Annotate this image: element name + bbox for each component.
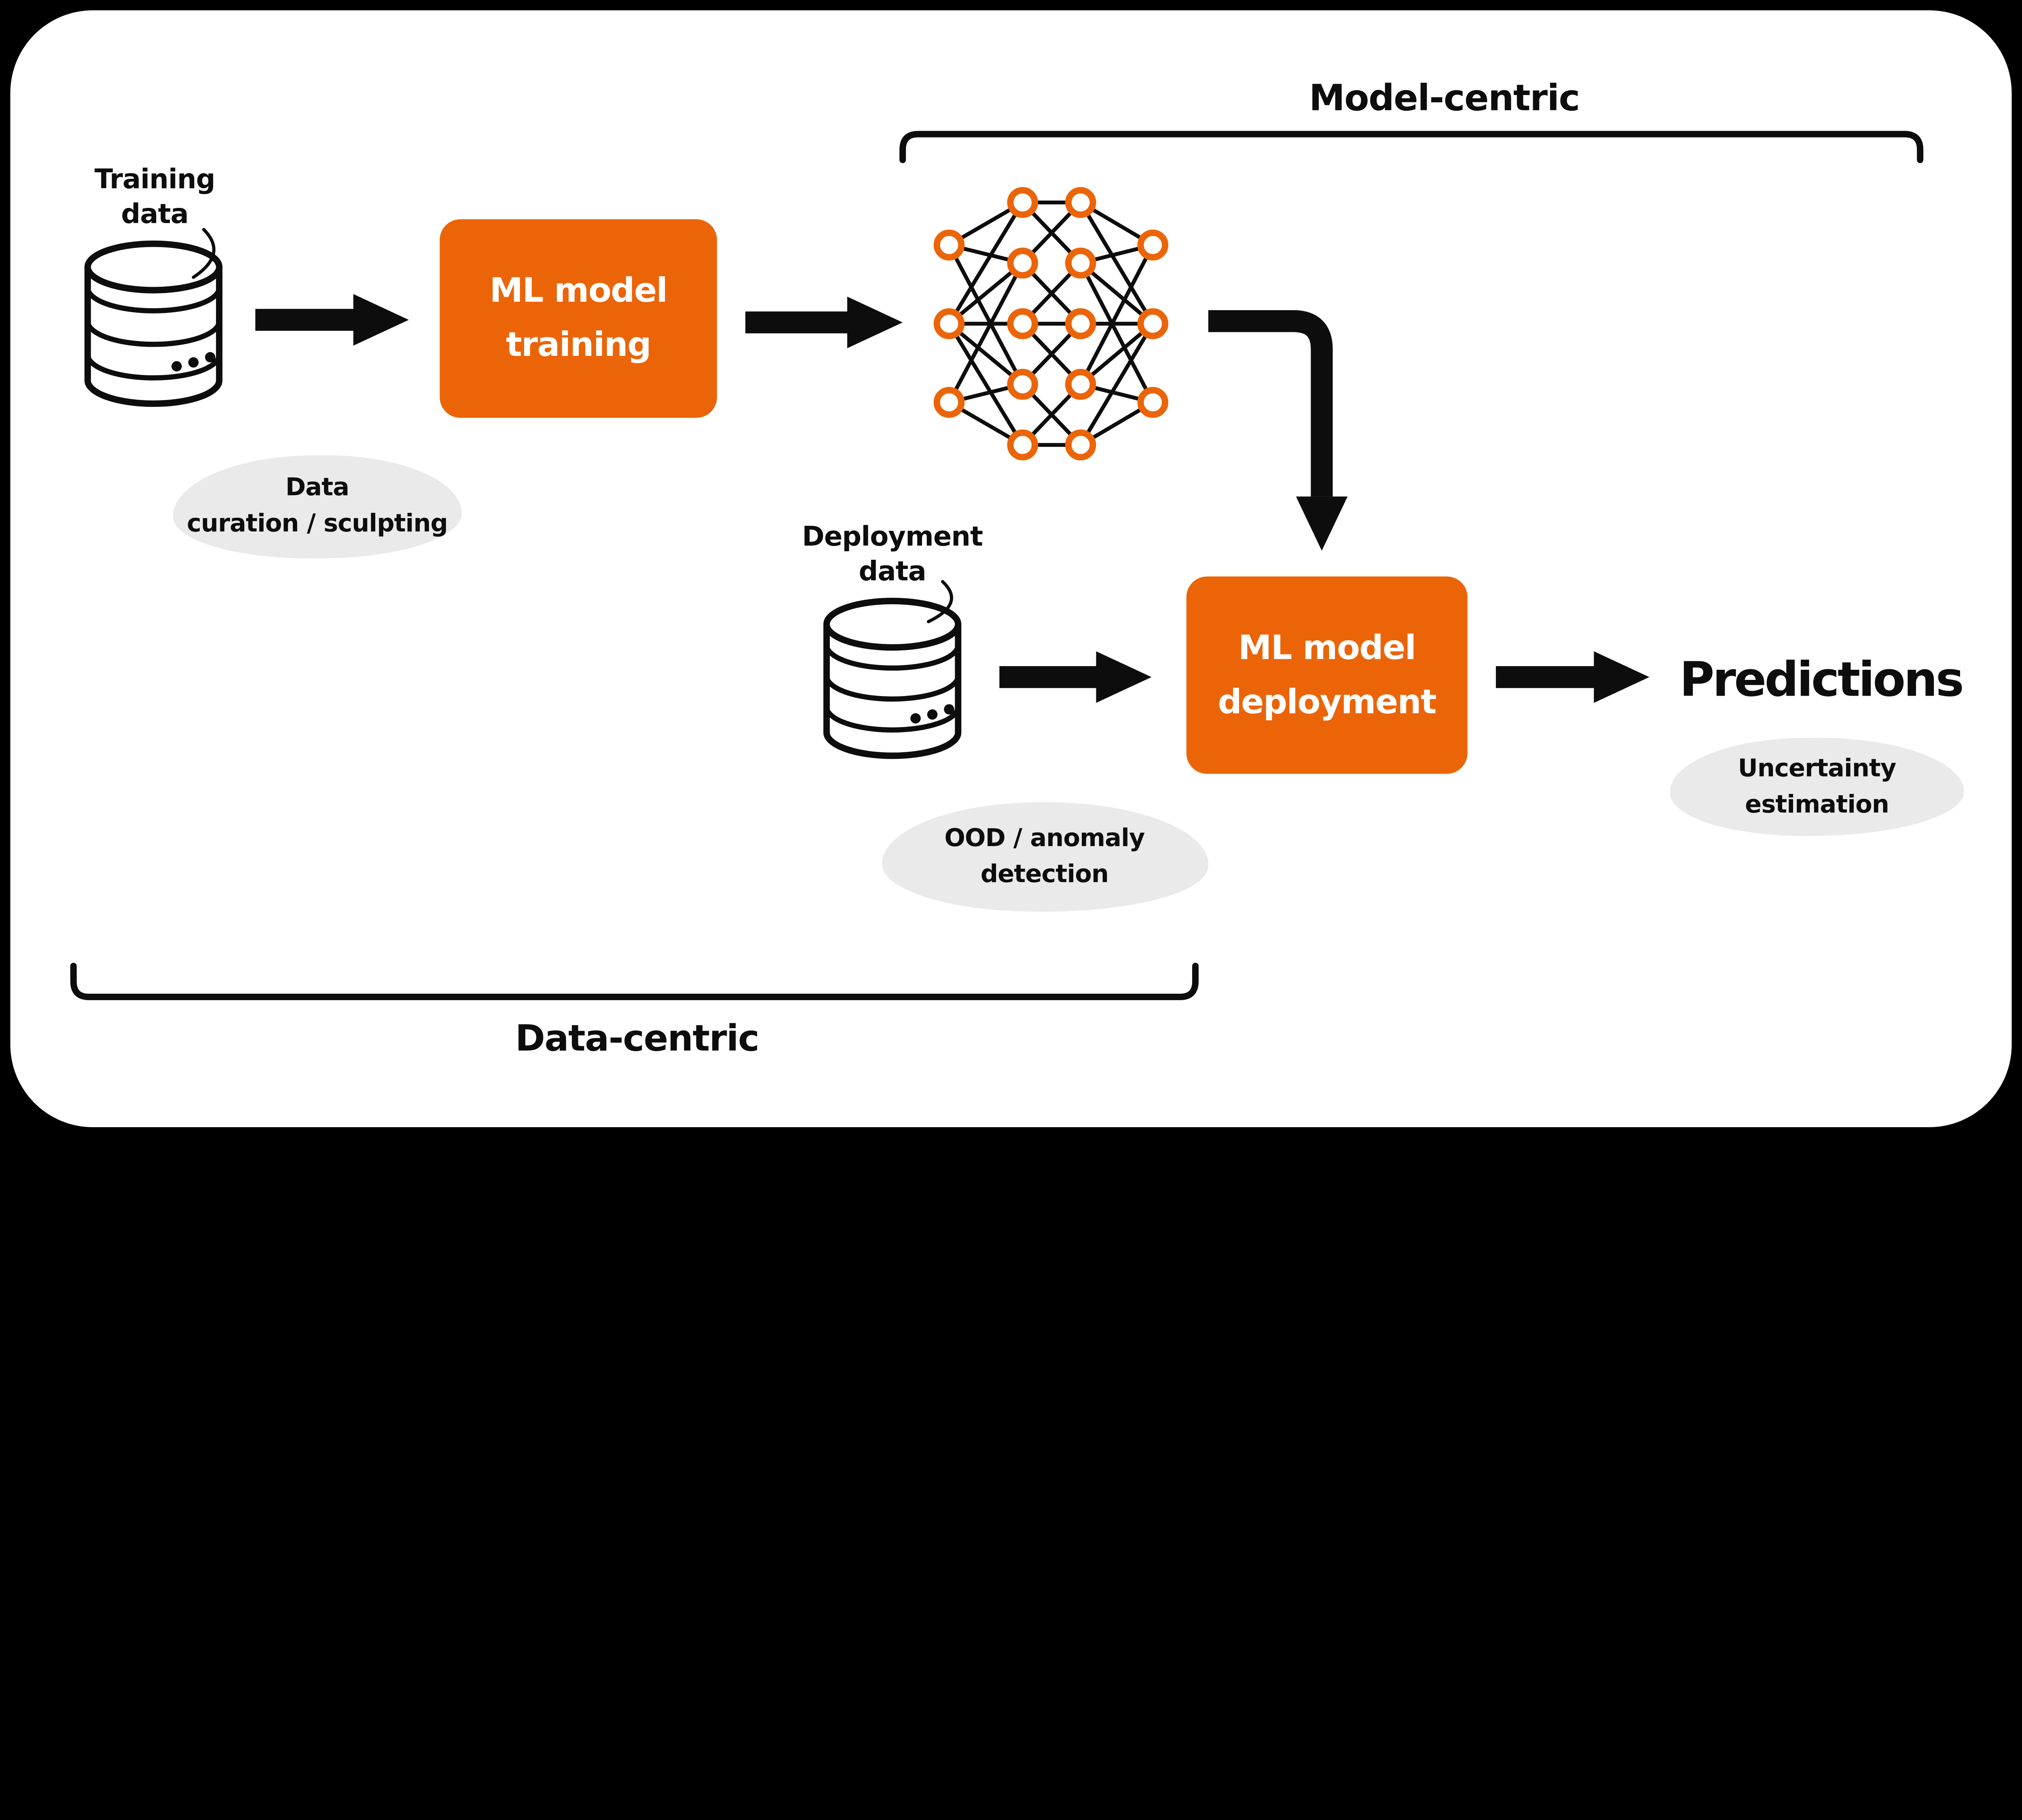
deployment-box-line2: deployment bbox=[1218, 683, 1436, 722]
network-node bbox=[1137, 229, 1169, 261]
network-edge bbox=[947, 322, 1024, 446]
network-node bbox=[933, 387, 965, 418]
ood-anomaly-line1: OOD / anomaly bbox=[944, 824, 1145, 853]
arrow-network-to-deployment bbox=[1208, 310, 1348, 551]
arrow-training-data-to-training bbox=[255, 294, 409, 346]
deployment-data-line1: Deployment bbox=[802, 521, 983, 552]
deployment-label-connector-line bbox=[926, 580, 953, 623]
network-node bbox=[1065, 187, 1096, 218]
uncertainty-label: Uncertainty estimation bbox=[1738, 751, 1897, 823]
training-database-icon bbox=[84, 240, 223, 407]
diagram-artwork bbox=[70, 131, 1924, 1000]
network-node bbox=[1007, 248, 1038, 279]
model-centric-bracket bbox=[899, 131, 1924, 163]
ood-anomaly-label: OOD / anomaly detection bbox=[944, 820, 1145, 893]
network-edge bbox=[947, 244, 1024, 385]
network-edge bbox=[1079, 261, 1154, 326]
network-edge bbox=[947, 201, 1024, 325]
network-node bbox=[1065, 368, 1096, 400]
network-edge bbox=[947, 262, 1024, 404]
network-edge bbox=[1079, 322, 1155, 446]
network-node bbox=[1065, 429, 1096, 461]
uncertainty-line1: Uncertainty bbox=[1738, 754, 1897, 783]
network-node bbox=[1065, 248, 1096, 279]
data-centric-label: Data-centric bbox=[515, 1017, 759, 1060]
arrow-training-to-network bbox=[745, 296, 903, 348]
network-edge bbox=[1079, 322, 1154, 386]
deployment-box-line1: ML model bbox=[1238, 629, 1416, 668]
network-node bbox=[933, 229, 965, 261]
uncertainty-line2: estimation bbox=[1745, 790, 1889, 819]
training-label-connector-line bbox=[192, 228, 216, 279]
network-node bbox=[1007, 187, 1038, 218]
network-node bbox=[1007, 368, 1038, 400]
data-curation-line2: curation / sculpting bbox=[186, 509, 448, 538]
training-box-line1: ML model bbox=[489, 272, 668, 311]
network-edge bbox=[1079, 244, 1155, 385]
deployment-data-line2: data bbox=[859, 556, 926, 587]
ml-model-deployment-box: ML model deployment bbox=[1186, 576, 1468, 774]
network-edge bbox=[1079, 201, 1155, 325]
data-curation-label: Data curation / sculpting bbox=[187, 470, 448, 542]
training-box-line2: training bbox=[506, 326, 651, 365]
training-data-line2: data bbox=[121, 199, 188, 230]
deployment-data-label: Deployment data bbox=[802, 520, 983, 589]
network-node bbox=[933, 308, 965, 339]
network-node bbox=[1137, 387, 1169, 418]
data-curation-line1: Data bbox=[285, 473, 349, 502]
arrow-deployment-to-predictions bbox=[1495, 651, 1650, 703]
data-centric-bracket bbox=[70, 963, 1199, 1000]
arrow-deployment-data-to-deployment bbox=[999, 651, 1152, 703]
ellipsis-dots-icon bbox=[910, 704, 954, 724]
network-edge bbox=[1079, 262, 1155, 404]
neural-network-icon bbox=[933, 187, 1169, 461]
ood-anomaly-line2: detection bbox=[980, 860, 1109, 889]
network-node bbox=[1137, 308, 1169, 339]
network-edge bbox=[948, 261, 1024, 326]
training-data-line1: Training bbox=[94, 163, 216, 195]
deployment-database-icon bbox=[823, 597, 962, 759]
network-node bbox=[1007, 308, 1038, 339]
diagram-stage: Training data ML model training Model-ce… bbox=[10, 10, 2012, 1127]
network-node bbox=[1065, 308, 1096, 339]
network-node bbox=[1007, 429, 1038, 461]
predictions-label: Predictions bbox=[1679, 652, 1964, 708]
model-centric-label: Model-centric bbox=[1309, 76, 1580, 119]
ml-model-training-box: ML model training bbox=[440, 219, 717, 418]
network-edge bbox=[948, 322, 1024, 386]
training-data-label: Training data bbox=[94, 163, 216, 232]
ellipsis-dots-icon bbox=[171, 352, 216, 372]
